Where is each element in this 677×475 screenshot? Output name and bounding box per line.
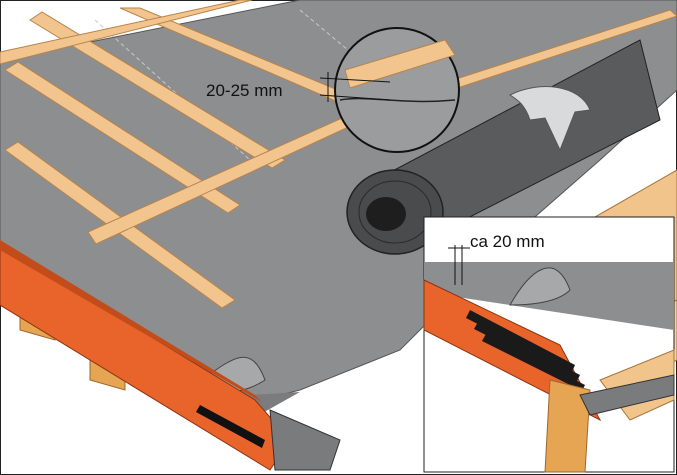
inset-dimension-label: ca 20 mm [470,232,545,251]
overlap-dimension-label: 20-25 mm [206,81,283,100]
roll-direction-arrow [508,86,591,152]
membrane-roll [346,39,661,255]
inset-detail-box [423,216,675,473]
drip-edge-strip [0,240,341,471]
overlap-detail-magnifier [319,27,460,153]
